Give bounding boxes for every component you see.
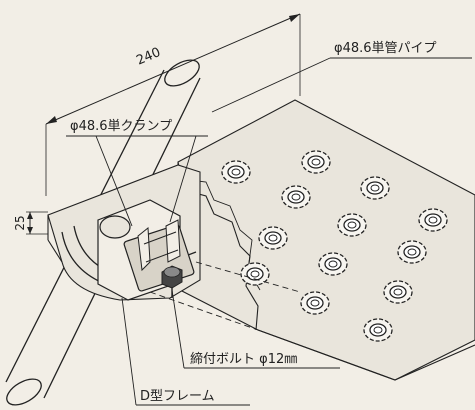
perforation-hole	[383, 280, 413, 304]
perforation-hole	[281, 185, 311, 209]
dimension-height-label: 25	[13, 215, 27, 230]
perforation-hole	[240, 262, 270, 286]
pipe-leader	[211, 57, 472, 113]
clamp-label: φ48.6単クランプ	[70, 118, 172, 134]
perforation-hole	[363, 318, 393, 342]
tightening-bolt	[161, 265, 183, 298]
perforation-hole	[300, 291, 330, 315]
perforation-hole	[301, 150, 331, 174]
perforation-hole	[397, 240, 427, 264]
pipe-label: φ48.6単管パイプ	[334, 40, 437, 56]
deck-plate	[177, 99, 475, 381]
dimension-height	[26, 211, 48, 235]
perforation-hole	[318, 252, 348, 276]
perforation-hole	[337, 213, 367, 237]
perforation-hole	[418, 208, 448, 232]
perforation-hole	[221, 160, 251, 184]
perforation-holes	[221, 150, 448, 342]
bolt-leader	[171, 289, 340, 369]
frame-label: D型フレーム	[140, 389, 215, 404]
dimension-length	[45, 13, 301, 196]
bolt-label: 締付ボルト φ12㎜	[190, 351, 297, 367]
frame-leader	[121, 297, 250, 406]
perforation-hole	[258, 226, 288, 250]
perforation-hole	[360, 176, 390, 200]
single-clamp	[97, 199, 195, 301]
clamp-leader	[66, 135, 208, 227]
dimension-length-label: 240	[134, 45, 163, 69]
